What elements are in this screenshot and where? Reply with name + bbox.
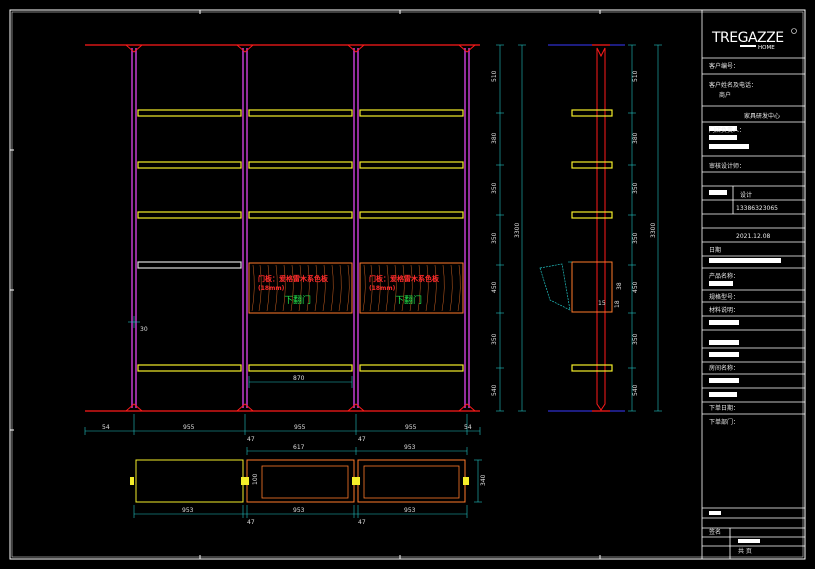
door-label: 下翻门 (395, 294, 422, 306)
door-note-line1: 门板：爱格雷木系色板 (258, 274, 329, 283)
vertical-posts (131, 48, 470, 408)
side-vertical-dim-chain (628, 44, 662, 412)
tb-date-label: 日期 (709, 246, 721, 254)
tb-material: 材料说明： (709, 306, 739, 314)
side-dim-5: 450 (632, 281, 639, 293)
front-dim-4: 350 (491, 232, 498, 244)
bottom-dim-4: 955 (294, 424, 306, 431)
side-small-dim-1: 15 (598, 300, 606, 307)
front-bottom-dim-chain (84, 414, 481, 435)
left-dim-text: 30 (140, 326, 148, 333)
door-panel-2: 门板：爱格雷木系色板 (18mm) 下翻门 (359, 262, 464, 314)
bottom-dim-2: 955 (183, 424, 195, 431)
tb-date-value: 2021.12.08 (736, 233, 771, 240)
plan-side-dim-2: 340 (480, 474, 487, 486)
front-dim-2: 380 (491, 132, 498, 144)
plan-bottom-dim-4: 47 (358, 519, 366, 526)
plan-top-dim-2: 953 (404, 444, 416, 451)
title-block-fills (709, 126, 781, 543)
door-note-line2: (18mm) (258, 285, 285, 292)
tb-merchant: 商户 (719, 91, 731, 99)
plan-bottom-dim-3: 953 (293, 507, 305, 514)
side-shelves (571, 109, 613, 372)
front-dim-3: 350 (491, 182, 498, 194)
bottom-dim-1: 54 (102, 424, 110, 431)
side-dim-3: 350 (632, 182, 639, 194)
tb-order-date: 下单日期： (709, 404, 739, 412)
door-note-line2: (18mm) (369, 285, 396, 292)
brand-logo-tagline: HOME (758, 45, 775, 51)
front-total-height: 3300 (514, 223, 521, 238)
plan-top-dim-1: 617 (293, 444, 305, 451)
plan-bottom-dim-1: 953 (182, 507, 194, 514)
tb-phone: 13386323065 (736, 205, 778, 212)
bottom-dim-3: 47 (247, 436, 255, 443)
side-view: 15 18 38 510 380 350 350 450 350 540 330… (539, 44, 662, 412)
side-post (596, 47, 606, 411)
front-dim-7: 540 (491, 384, 498, 396)
tb-reviewer: 审核设计师： (709, 162, 745, 170)
tb-pages: 共 页 (738, 547, 752, 555)
door-note-line1: 门板：爱格雷木系色板 (369, 274, 440, 283)
tb-order-dept: 下单部门： (709, 418, 739, 426)
plan-bottom-dim-5: 953 (404, 507, 416, 514)
front-view: 门板：爱格雷木系色板 (18mm) 下翻门 门板：爱格雷木系色板 (18mm) … (84, 44, 526, 443)
tb-store-manager: 门店负责人： (709, 126, 745, 134)
tb-designer: 设计 (740, 191, 752, 199)
door-label: 下翻门 (284, 294, 311, 306)
plan-bottom-dim-2: 47 (247, 519, 255, 526)
plan-bay-1 (135, 459, 244, 503)
front-dim-1: 510 (491, 70, 498, 82)
bottom-dim-5: 47 (358, 436, 366, 443)
side-door-cabinet (539, 261, 613, 313)
side-small-dim-3: 38 (616, 282, 623, 290)
title-block (701, 10, 805, 559)
door-panel-1: 门板：爱格雷木系色板 (18mm) 下翻门 (248, 262, 353, 314)
side-dim-2: 380 (632, 132, 639, 144)
tb-spec-model: 规格型号： (709, 293, 739, 301)
left-dimension (128, 316, 140, 328)
side-small-dim-2: 18 (614, 300, 621, 308)
shelves (137, 109, 464, 372)
plan-side-dim-1: 100 (252, 473, 259, 485)
tb-client-name: 客户姓名及电话： (709, 81, 757, 89)
side-dim-6: 350 (632, 333, 639, 345)
bottom-dim-7: 54 (464, 424, 472, 431)
side-total-height: 3300 (650, 223, 657, 238)
title-block-labels: 客户编号： 客户姓名及电话： 商户 家具研发中心 门店负责人： 审核设计师： 设… (709, 62, 780, 555)
tb-client-number: 客户编号： (709, 62, 739, 70)
door-width-text: 870 (293, 375, 305, 382)
brand-logo-text: TREGAZZE (711, 30, 784, 46)
front-dim-5: 450 (491, 281, 498, 293)
post-caps (125, 44, 476, 412)
side-dim-7: 540 (632, 384, 639, 396)
front-dim-6: 350 (491, 333, 498, 345)
tb-room-name: 房间名称： (709, 364, 739, 372)
side-dim-4: 350 (632, 232, 639, 244)
front-vertical-dim-chain (496, 44, 526, 412)
drawing-frame (9, 9, 806, 560)
plan-view: 617 953 100 340 953 47 953 47 953 (130, 444, 487, 526)
brand-logo: TREGAZZE HOME (711, 28, 797, 51)
side-dim-1: 510 (632, 70, 639, 82)
door-width-dimension (248, 376, 353, 388)
tb-product-name: 产品名称： (709, 272, 739, 280)
tb-rd-center: 家具研发中心 (744, 112, 780, 120)
tb-signature: 签名 (709, 528, 721, 536)
bottom-dim-6: 955 (405, 424, 417, 431)
